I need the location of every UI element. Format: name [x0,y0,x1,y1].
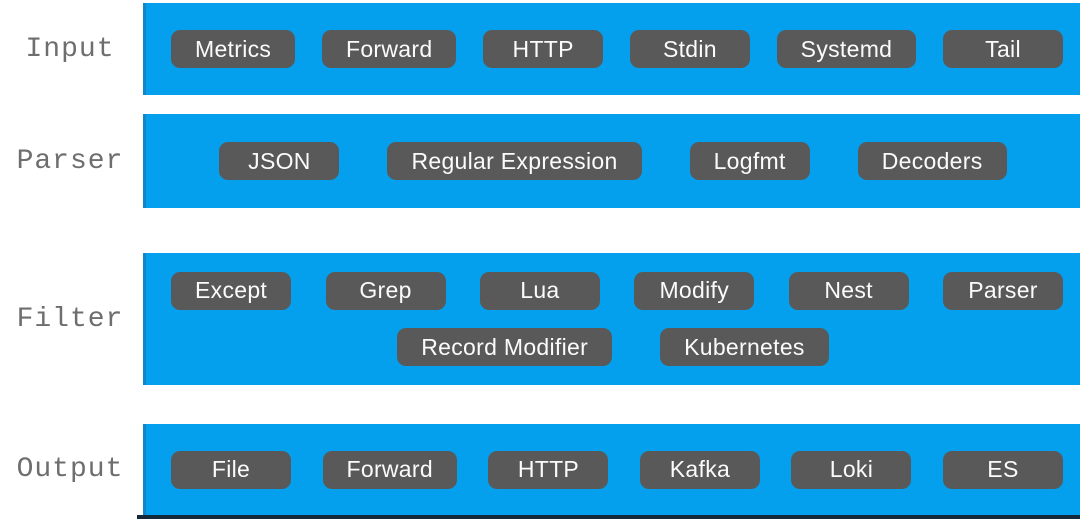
chip-grep: Grep [325,271,446,310]
pipeline-row-output: Output File Forward HTTP Kafka Loki ES [0,424,1080,515]
chip-forward: Forward [321,30,457,68]
chip-json: JSON [219,142,340,180]
chip-modify: Modify [634,271,755,310]
chip-regular-expression: Regular Expression [387,142,642,180]
chip-line-filter-1: Except Grep Lua Modify Nest Parser [146,271,1080,310]
chip-logfmt: Logfmt [689,142,810,180]
chip-kafka: Kafka [639,450,760,489]
chip-lua: Lua [479,271,600,310]
chip-es: ES [942,450,1063,489]
chip-forward: Forward [322,450,457,489]
chip-except: Except [171,271,292,310]
row-band-output: File Forward HTTP Kafka Loki ES [143,424,1080,515]
bottom-edge-strip [137,515,1080,519]
chip-http: HTTP [483,30,604,68]
chip-systemd: Systemd [776,30,917,68]
chip-loki: Loki [791,450,912,489]
chip-nest: Nest [788,271,909,310]
chip-line-output-1: File Forward HTTP Kafka Loki ES [146,450,1080,489]
row-band-parser: JSON Regular Expression Logfmt Decoders [143,114,1080,208]
row-label-parser: Parser [16,145,124,177]
row-label-input: Input [25,33,115,65]
chip-metrics: Metrics [171,30,296,68]
row-band-input: Metrics Forward HTTP Stdin Systemd Tail [143,3,1080,95]
chip-record-modifier: Record Modifier [397,328,613,367]
chip-http: HTTP [488,450,609,489]
row-label-filter: Filter [16,303,124,335]
chip-kubernetes: Kubernetes [660,328,829,367]
chip-stdin: Stdin [629,30,750,68]
pipeline-row-parser: Parser JSON Regular Expression Logfmt Decode… [0,114,1080,208]
chip-file: File [171,450,291,489]
chip-line-input-1: Metrics Forward HTTP Stdin Systemd Tail [146,30,1080,68]
chip-line-parser-1: JSON Regular Expression Logfmt Decoders [146,142,1080,180]
chip-tail: Tail [943,30,1063,68]
chip-parser: Parser [943,271,1063,310]
row-label-output: Output [16,454,124,485]
pipeline-row-input: Input Metrics Forward HTTP Stdin Systemd Tail [0,3,1080,95]
chip-line-filter-2: Record Modifier Kubernetes [146,328,1080,367]
chip-decoders: Decoders [857,142,1007,180]
